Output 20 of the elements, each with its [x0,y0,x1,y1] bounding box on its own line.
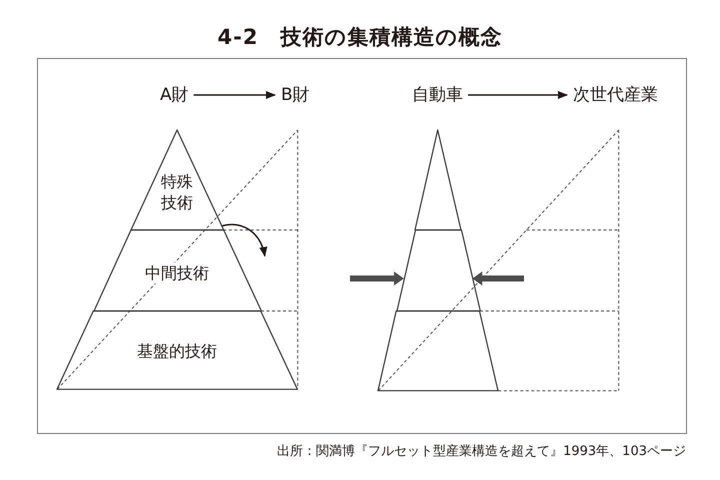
thick-arrow [350,272,404,286]
curved-arrow [221,224,267,257]
item-label: B財 [276,84,315,106]
figure-title: 4-2 技術の集積構造の概念 [218,25,502,49]
pyramid-tier [57,311,298,390]
item-label: 次世代産業 [568,84,663,106]
thick-arrow [472,272,524,286]
pyramid-top-tier [415,130,461,230]
arrow [194,90,276,99]
pyramid-tier [94,230,261,311]
pyramid-tier [378,311,498,391]
tier-label: 基盤的技術 [134,340,219,362]
source-note: 出所：関満博『フルセット型産業構造を超えて』1993年、103ページ [277,443,686,461]
pyramid-top-tier [130,130,224,230]
tier-label: 中間技術 [142,262,211,284]
arrow [468,90,568,99]
item-label: 自動車 [407,84,468,106]
pyramid-tier [396,230,480,311]
tier-label: 特殊技術 [158,171,196,213]
item-label: A財 [155,84,194,106]
